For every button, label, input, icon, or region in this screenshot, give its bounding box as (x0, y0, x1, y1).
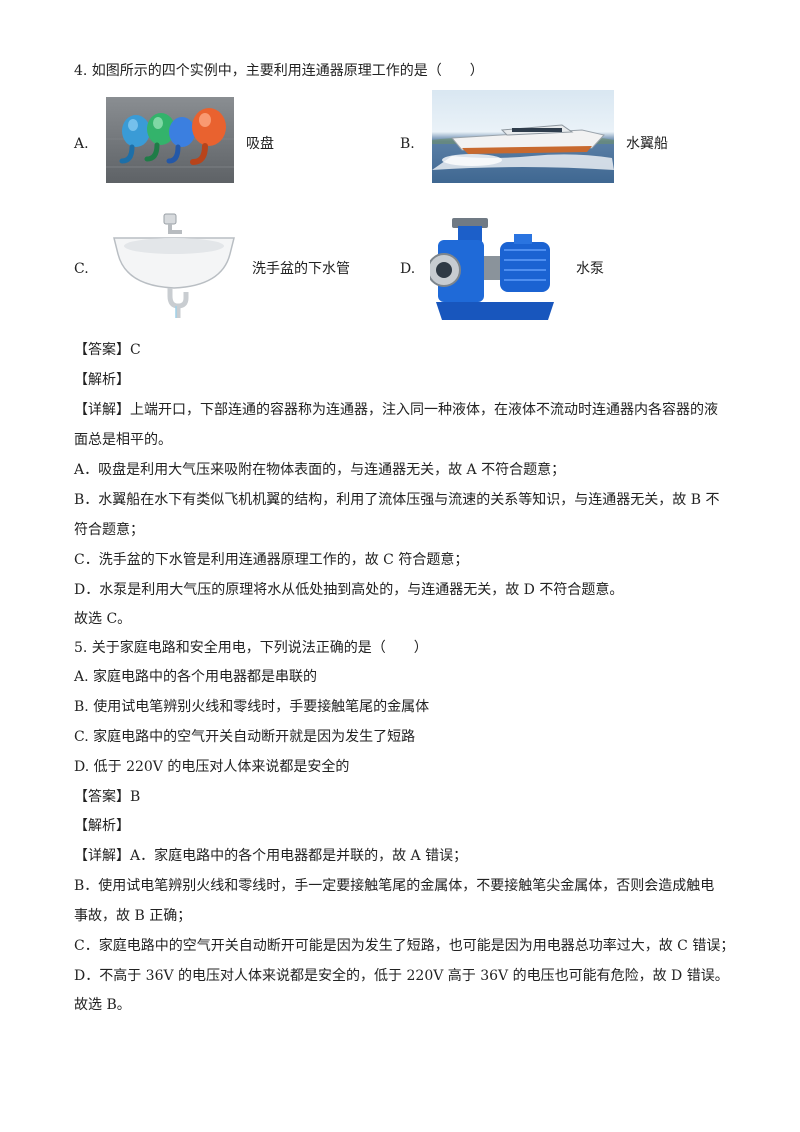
q4-analysis-line: 【详解】上端开口，下部连通的容器称为连通器，注入同一种液体，在液体不流动时连通器… (74, 402, 718, 418)
q5-answer: 【答案】B (74, 789, 141, 805)
hydrofoil-boat-image (432, 90, 614, 183)
option-a-letter: A. (74, 136, 89, 152)
q5-analysis-line: 事故，故 B 正确； (74, 908, 192, 924)
option-c-letter: C. (74, 261, 89, 277)
q4-analysis-line: D．水泵是利用大气压的原理将水从低处抽到高处的，与连通器无关，故 D 不符合题意… (74, 582, 624, 598)
suction-cup-hooks-image (106, 97, 234, 183)
option-d-label: 水泵 (576, 261, 604, 277)
q5-option-b: B. 使用试电笔辨别火线和零线时，手要接触笔尾的金属体 (74, 699, 430, 715)
q4-analysis-line: 面总是相平的。 (74, 432, 172, 448)
option-d-letter: D. (400, 261, 416, 277)
q5-analysis-line: 故选 B。 (74, 997, 131, 1013)
q5-option-c: C. 家庭电路中的空气开关自动断开就是因为发生了短路 (74, 729, 416, 745)
q5-analysis-title: 【解析】 (74, 818, 130, 834)
q4-analysis-line: 故选 C。 (74, 611, 132, 627)
q4-analysis-line: B．水翼船在水下有类似飞机机翼的结构，利用了流体压强与流速的关系等知识，与连通器… (74, 492, 720, 508)
q4-analysis-line: C．洗手盆的下水管是利用连通器原理工作的，故 C 符合题意； (74, 552, 469, 568)
q5-analysis-line: C．家庭电路中的空气开关自动断开可能是因为发生了短路，也可能是因为用电器总功率过… (74, 938, 735, 954)
water-pump-image (430, 216, 560, 324)
option-c-label: 洗手盆的下水管 (252, 261, 350, 277)
option-b-letter: B. (400, 136, 415, 152)
q5-option-a: A. 家庭电路中的各个用电器都是串联的 (74, 669, 318, 685)
question-4-stem: 4. 如图所示的四个实例中，主要利用连通器原理工作的是（ ） (74, 63, 484, 79)
option-b-label: 水翼船 (626, 136, 668, 152)
q4-analysis-line: 符合题意； (74, 522, 144, 538)
question-5-stem: 5. 关于家庭电路和安全用电，下列说法正确的是（ ） (74, 640, 428, 656)
q4-answer: 【答案】C (74, 342, 141, 358)
option-a-label: 吸盘 (246, 136, 274, 152)
washbasin-drain-image (112, 210, 236, 320)
q5-analysis-line: D．不高于 36V 的电压对人体来说都是安全的，低于 220V 高于 36V 的… (74, 968, 729, 984)
q5-analysis-line: 【详解】A．家庭电路中的各个用电器都是并联的，故 A 错误； (74, 848, 468, 864)
q5-analysis-line: B．使用试电笔辨别火线和零线时，手一定要接触笔尾的金属体，不要接触笔尖金属体，否… (74, 878, 715, 894)
q4-analysis-line: A．吸盘是利用大气压来吸附在物体表面的，与连通器无关，故 A 不符合题意； (74, 462, 566, 478)
q4-analysis-title: 【解析】 (74, 372, 130, 388)
q5-option-d: D. 低于 220V 的电压对人体来说都是安全的 (74, 759, 350, 775)
